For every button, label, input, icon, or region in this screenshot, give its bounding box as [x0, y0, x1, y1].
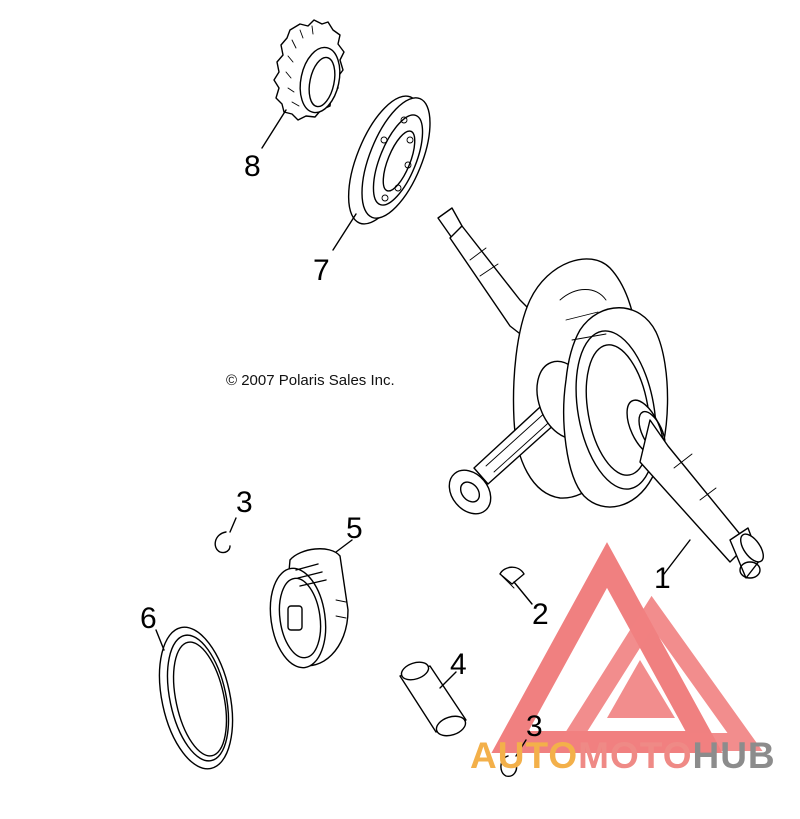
- watermark-hub: HUB: [692, 735, 775, 776]
- watermark-auto: AUTO: [470, 735, 578, 776]
- svg-text:AUTOMOTOHUB: AUTOMOTOHUB: [470, 735, 776, 776]
- callout-1: 1: [654, 562, 671, 595]
- piston-part: [269, 548, 349, 669]
- circlip-bottom-part: [500, 755, 518, 778]
- callout-3-top: 3: [236, 486, 253, 519]
- callout-2: 2: [532, 598, 549, 631]
- leader-2: [513, 581, 533, 605]
- piston-pin-part: [399, 661, 467, 737]
- watermark-text: AUTOMOTOHUB: [470, 735, 776, 776]
- callout-8: 8: [244, 150, 261, 183]
- leader-5: [335, 539, 353, 553]
- watermark-moto: MOTO: [578, 735, 692, 776]
- circlip-top-part: [214, 531, 231, 554]
- piston-rings-part: [158, 626, 234, 770]
- sprocket-gear-part: [273, 19, 345, 121]
- leader-1: [663, 539, 691, 575]
- crankshaft-part: [437, 207, 764, 579]
- callout-6: 6: [140, 602, 157, 635]
- leader-6: [155, 629, 165, 651]
- leader-7: [332, 213, 357, 251]
- callout-5: 5: [346, 512, 363, 545]
- leader-3-bottom: [515, 739, 527, 757]
- callout-7: 7: [313, 254, 330, 287]
- callout-3-bottom: 3: [526, 710, 543, 743]
- copyright-notice: © 2007 Polaris Sales Inc.: [226, 372, 395, 389]
- watermark-logo: [491, 542, 763, 753]
- woodruff-key-part: [499, 566, 525, 589]
- callout-4: 4: [450, 648, 467, 681]
- leader-4: [439, 671, 457, 689]
- leader-3-top: [229, 517, 237, 533]
- leader-8: [261, 109, 287, 149]
- bearing-part: [347, 95, 431, 225]
